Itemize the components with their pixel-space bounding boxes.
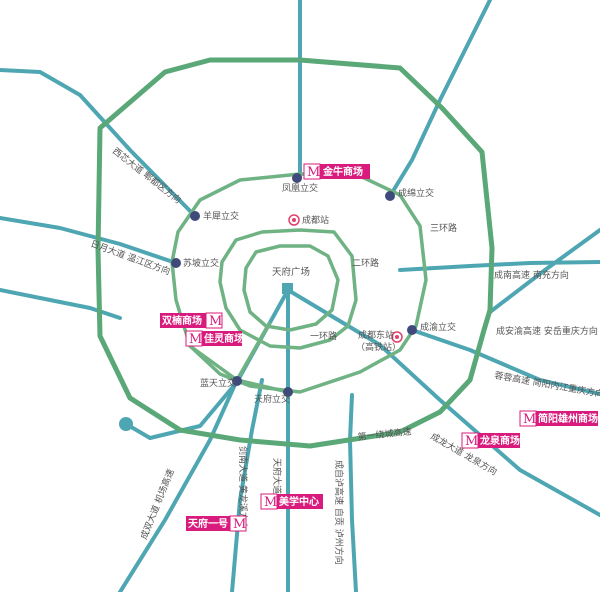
mall-label: 金牛商场 [322, 165, 363, 178]
center-marker [282, 283, 293, 294]
mall-m-icon: M [465, 434, 478, 449]
label-first-ring: 一环路 [310, 330, 337, 342]
mall-label-bg [160, 313, 206, 328]
mall-meixue[interactable]: M 美学中心 [260, 493, 323, 510]
label-road-chengzi: 成自泸高速 自贡 泸州方向 [333, 460, 345, 565]
label-road-first-ring-city: 第一绕城高速 [357, 425, 412, 443]
station-icon-dot [292, 218, 296, 222]
mall-label-bg [478, 433, 520, 448]
road-northeast [388, 0, 492, 198]
mall-label-bg [320, 164, 370, 179]
green-link-southwest [235, 321, 272, 381]
mall-label-bg [536, 411, 598, 426]
mall-m-icon: M [189, 332, 202, 347]
label-road-tianfu-ave: 天府大道 [271, 458, 283, 494]
road-south-jiannan [230, 378, 264, 592]
label-chengyu: 成渝立交 [420, 321, 456, 333]
mall-label: 佳灵商场 [204, 332, 244, 345]
label-supo: 苏坡立交 [183, 257, 219, 269]
inner-ring [242, 244, 340, 332]
road-west-low [0, 288, 122, 320]
road-southeast [378, 343, 600, 517]
mall-m-icon: M [233, 517, 246, 532]
mall-label: 美学中心 [279, 495, 319, 508]
node-chengyu [407, 325, 417, 335]
label-road-chengrong: 蓉蓉高速 简阳内江重庆方向 [493, 369, 600, 400]
station-chengdu: 成都站 [288, 214, 329, 226]
first-ring [218, 228, 358, 350]
station-icon [288, 214, 300, 226]
station-icon [391, 331, 403, 343]
mall-jinniu[interactable]: M 金牛商场 [303, 163, 370, 180]
road-southwest [118, 378, 239, 592]
label-road-xiwu: 西芯大道 郫都区方向 [110, 145, 183, 206]
mall-marker-box [229, 515, 247, 532]
label-chengmian: 成绵立交 [398, 187, 434, 199]
station-chengdu-east: 成都东站 （高铁站） [356, 329, 403, 353]
label-fenghuang: 凤凰立交 [282, 182, 318, 194]
node-tianfu [283, 387, 293, 397]
mall-label: 双楠商场 [162, 314, 202, 327]
road-east-chengnan [398, 260, 600, 272]
mall-label: 天府一号 [188, 517, 228, 530]
road-west-top [0, 68, 197, 218]
road-east-chengan [488, 228, 600, 314]
node-yangxi [190, 211, 200, 221]
road-west-spur [124, 380, 239, 440]
label-chengdu-east: 成都东站 [358, 329, 394, 341]
node-chengmian [385, 191, 395, 201]
label-lantian: 蓝天立交 [200, 377, 236, 389]
road-west-mid [0, 216, 178, 265]
mall-shuangnan[interactable]: 双楠商场 M [160, 312, 223, 329]
mall-label-bg [277, 494, 323, 509]
third-ring [95, 57, 495, 449]
label-chengdu-east-sub: （高铁站） [356, 341, 401, 353]
node-west-end [119, 417, 133, 431]
label-tianfu: 天府立交 [254, 393, 290, 405]
center-label: 天府广场 [272, 266, 310, 278]
road-center-se [286, 288, 382, 347]
label-road-chengnan: 成南高速 南充方向 [494, 269, 569, 281]
label-yangxi: 羊犀立交 [203, 210, 239, 222]
label-chengdu-station: 成都站 [302, 214, 329, 226]
label-road-chengan: 成安渝高速 安岳重庆方向 [496, 325, 598, 337]
mall-jianyang[interactable]: M 简阳雄州商场 [519, 410, 598, 427]
mall-label: 龙泉商场 [479, 434, 520, 447]
node-supo [171, 258, 181, 268]
mall-label-bg [186, 516, 230, 531]
label-second-ring: 二环路 [352, 257, 379, 269]
mall-m-icon: M [209, 314, 222, 329]
mall-marker-box [205, 312, 223, 329]
mall-m-icon: M [264, 495, 277, 510]
mall-m-icon: M [307, 165, 320, 180]
mall-jialing[interactable]: M 佳灵商场 [185, 330, 244, 347]
road-south-chengzi [348, 393, 358, 592]
label-road-jiannan: 剑南大道 黄龙溪方向 [237, 446, 249, 530]
station-icon-dot [395, 335, 399, 339]
label-third-ring: 三环路 [430, 222, 457, 234]
mall-m-icon: M [523, 412, 536, 427]
node-fenghuang [292, 173, 302, 183]
node-lantian [232, 376, 242, 386]
road-east-station [410, 328, 600, 396]
mall-longquan[interactable]: M 龙泉商场 [461, 432, 520, 449]
mall-tianfu1[interactable]: 天府一号 M [186, 515, 247, 532]
mall-label: 简阳雄州商场 [538, 412, 598, 425]
mall-label-bg [202, 331, 242, 346]
